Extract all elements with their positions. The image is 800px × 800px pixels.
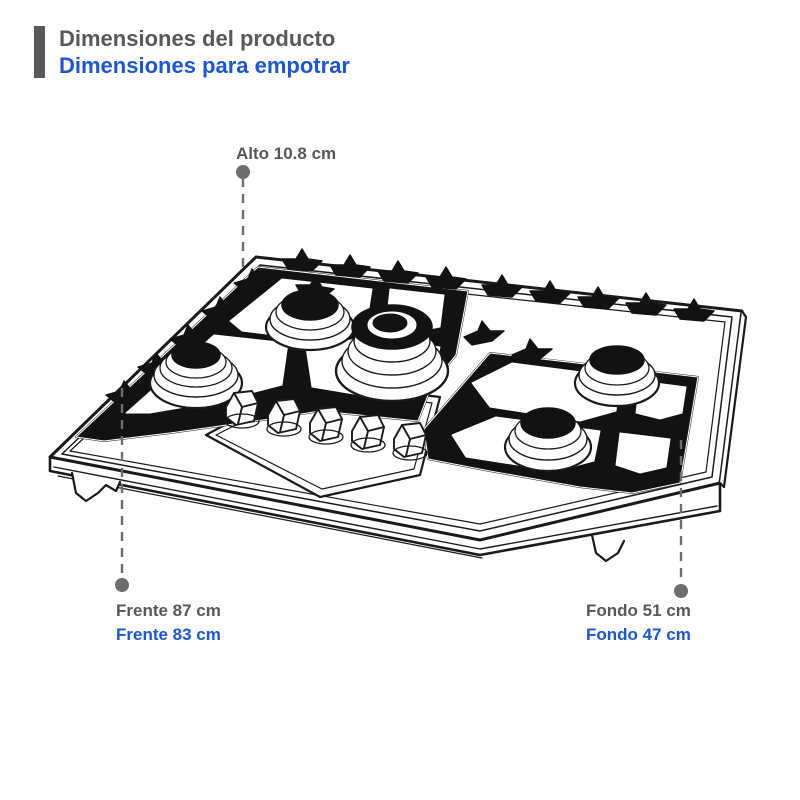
dimension-alto-product-value: Alto 10.8 cm: [236, 144, 337, 163]
dimension-frente-builtin-value: Frente 83 cm: [116, 625, 221, 644]
dimension-label-frente: Frente 87 cm Frente 83 cm: [116, 599, 221, 647]
page-header: Dimensiones del producto Dimensiones par…: [34, 26, 350, 79]
leader-dot-alto: [236, 165, 250, 179]
cooktop-illustration: [20, 235, 780, 575]
dimension-fondo-product-value: Fondo 51 cm: [586, 601, 691, 620]
dimension-fondo-builtin-value: Fondo 47 cm: [586, 625, 691, 644]
leader-dot-fondo: [674, 584, 688, 598]
dimension-label-fondo: Fondo 51 cm Fondo 47 cm: [586, 599, 691, 647]
page-title-product-dimensions: Dimensiones del producto: [59, 26, 336, 51]
leader-dot-frente: [115, 578, 129, 592]
page-title-builtin-dimensions: Dimensiones para empotrar: [59, 53, 350, 78]
dimension-frente-product-value: Frente 87 cm: [116, 601, 221, 620]
header-text-block: Dimensiones del producto Dimensiones par…: [59, 26, 350, 79]
dimension-label-alto: Alto 10.8 cm: [236, 142, 336, 166]
cooktop-svg: [48, 248, 748, 563]
header-accent-bar: [34, 26, 45, 78]
